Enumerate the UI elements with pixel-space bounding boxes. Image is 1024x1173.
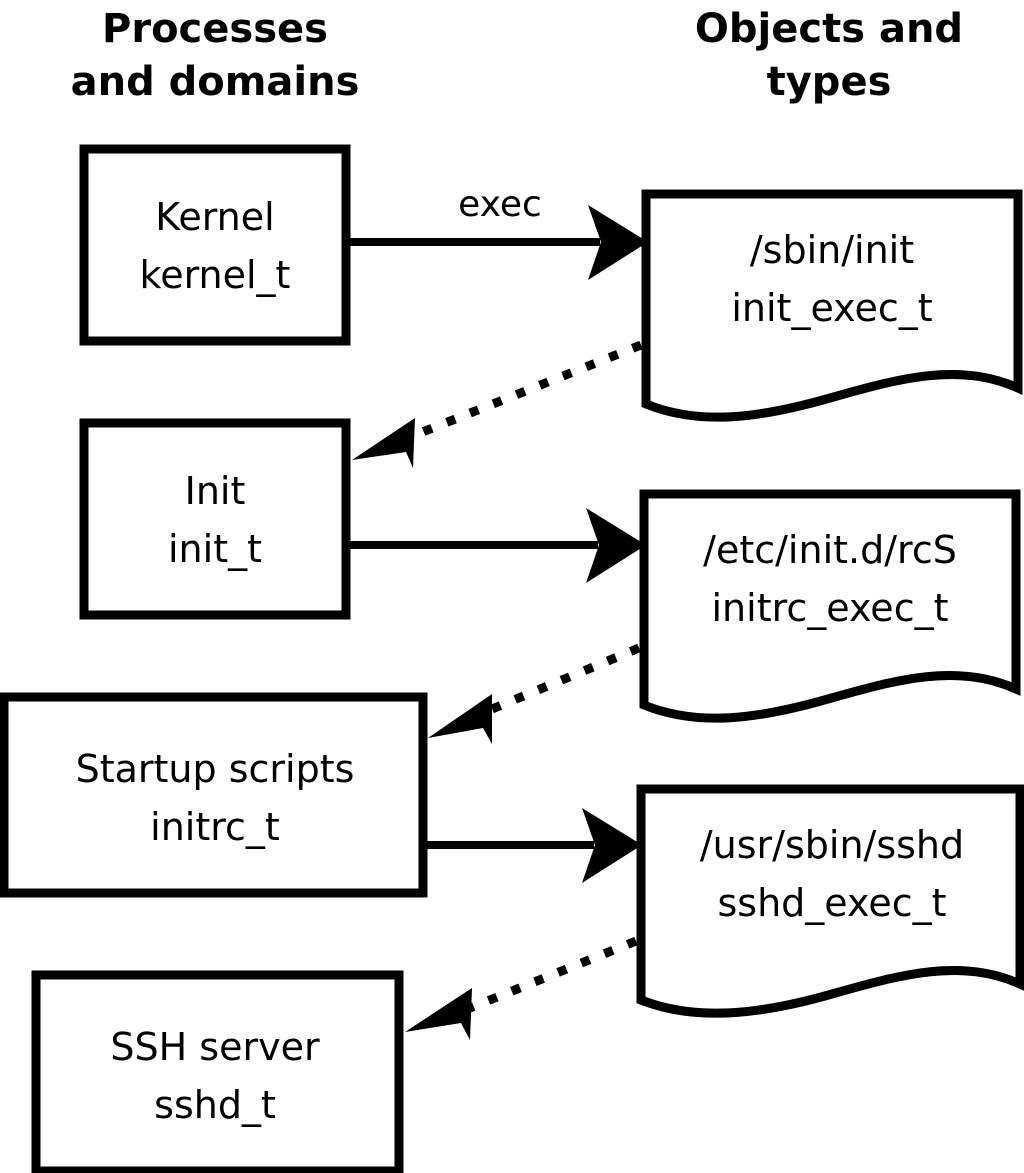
arrow-head-icon	[582, 808, 642, 883]
process-node-kernel-line2: kernel_t	[140, 253, 291, 297]
edge-initrc_exec-transition-initrc	[428, 643, 641, 744]
object-node-initrc_exec-document-shape[interactable]	[639, 489, 1021, 723]
object-node-sshd_exec-line1: /usr/sbin/sshd	[700, 823, 964, 867]
column-title-left-line1: Processes	[102, 6, 328, 52]
column-title-right-line2: types	[767, 59, 892, 105]
process-node-kernel-box[interactable]	[79, 144, 351, 346]
arrow-head-icon	[588, 205, 648, 280]
process-node-init[interactable]: Init init_t	[79, 418, 351, 620]
process-node-initrc-line1: Startup scripts	[76, 747, 355, 791]
object-node-sshd_exec-document-shape[interactable]	[636, 784, 1024, 1018]
object-node-init_exec-line2: init_exec_t	[731, 286, 932, 330]
column-title-right: Objects and types	[695, 6, 963, 105]
edge-init-exec-initrc_exec	[350, 508, 646, 583]
edge-label-exec: exec	[458, 184, 542, 225]
object-node-init_exec-document-shape[interactable]	[641, 189, 1023, 422]
edge-line	[398, 340, 643, 446]
arrow-head-icon	[428, 694, 492, 744]
object-node-init_exec[interactable]: /sbin/init init_exec_t	[641, 189, 1023, 422]
object-node-initrc_exec-line2: initrc_exec_t	[712, 586, 949, 630]
process-node-sshd-line2: sshd_t	[154, 1083, 276, 1127]
process-node-sshd-box[interactable]	[31, 970, 404, 1173]
arrow-head-icon	[352, 418, 415, 468]
edge-init_exec-transition-init	[352, 340, 643, 468]
process-node-sshd[interactable]: SSH server sshd_t	[31, 970, 404, 1173]
arrow-head-icon	[405, 988, 472, 1040]
edge-sshd_exec-transition-sshd	[405, 936, 638, 1040]
edge-line	[463, 936, 638, 1015]
object-node-sshd_exec-line2: sshd_exec_t	[717, 881, 946, 925]
arrow-head-icon	[586, 508, 646, 583]
column-title-right-line1: Objects and	[695, 6, 963, 52]
object-node-initrc_exec[interactable]: /etc/init.d/rcS initrc_exec_t	[639, 489, 1021, 723]
process-node-kernel[interactable]: Kernel kernel_t	[79, 144, 351, 346]
process-node-sshd-line1: SSH server	[110, 1025, 320, 1069]
edge-line	[478, 643, 641, 719]
process-node-init-box[interactable]	[79, 418, 351, 620]
process-node-init-line2: init_t	[168, 527, 262, 571]
process-node-init-line1: Init	[185, 469, 246, 513]
process-node-initrc-line2: initrc_t	[150, 805, 280, 849]
column-title-left-line2: and domains	[71, 59, 360, 105]
object-node-sshd_exec[interactable]: /usr/sbin/sshd sshd_exec_t	[636, 784, 1024, 1018]
object-node-initrc_exec-line1: /etc/init.d/rcS	[703, 528, 957, 572]
edge-kernel-exec-init_exec: exec	[350, 184, 648, 280]
process-node-initrc[interactable]: Startup scripts initrc_t	[0, 692, 428, 898]
column-title-left: Processes and domains	[71, 6, 360, 105]
edge-initrc-exec-sshd_exec	[427, 808, 642, 883]
process-node-kernel-line1: Kernel	[155, 195, 274, 239]
object-node-init_exec-line1: /sbin/init	[750, 228, 914, 272]
process-node-initrc-box[interactable]	[0, 692, 428, 898]
